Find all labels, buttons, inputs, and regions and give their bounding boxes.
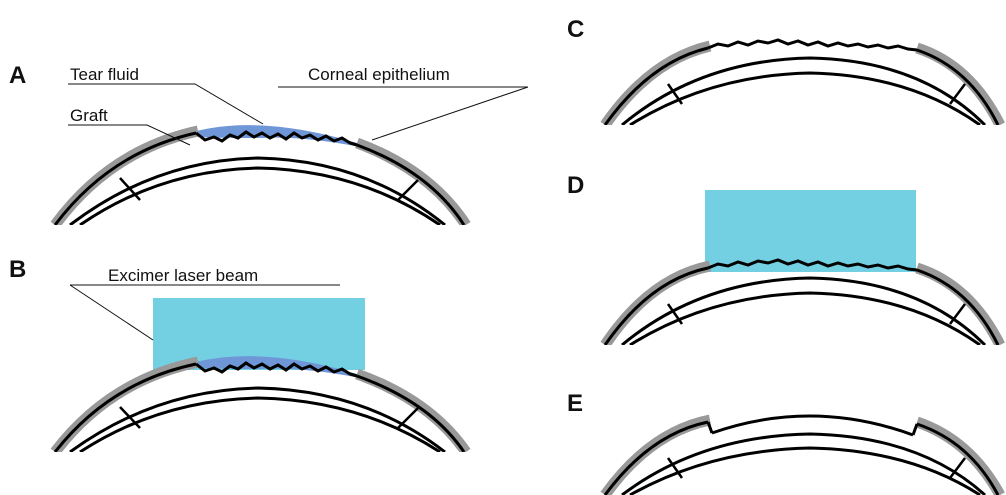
endothelium bbox=[79, 396, 441, 452]
outer-cornea-left bbox=[603, 420, 709, 495]
graft-surface bbox=[707, 38, 918, 52]
epithelium-right bbox=[355, 137, 471, 225]
inner-cornea bbox=[621, 432, 987, 495]
excimer-laser-beam bbox=[705, 190, 916, 272]
tear-fluid-leader bbox=[68, 83, 264, 125]
endothelium bbox=[79, 166, 441, 225]
graft-surface-smooth bbox=[711, 414, 914, 437]
graft-surface bbox=[707, 258, 918, 272]
graft-edge-right bbox=[949, 457, 966, 479]
panel-b bbox=[50, 298, 471, 452]
epithelium-left bbox=[50, 356, 200, 452]
panel-label-d: D bbox=[567, 172, 584, 199]
outer-cornea-right bbox=[356, 143, 466, 225]
panel-e bbox=[600, 414, 1005, 495]
corneal-epithelium-label: Corneal epithelium bbox=[308, 65, 450, 84]
graft-edge-right bbox=[949, 303, 966, 325]
epithelium-right bbox=[915, 262, 1005, 345]
graft-edge-left bbox=[119, 406, 141, 429]
panel-label-b: B bbox=[9, 256, 26, 283]
outer-cornea-left bbox=[53, 362, 197, 452]
endothelium bbox=[629, 291, 981, 345]
inner-cornea bbox=[69, 156, 446, 225]
graft-edge-left bbox=[666, 303, 684, 325]
inner-cornea bbox=[621, 276, 987, 345]
outer-cornea-right bbox=[356, 374, 466, 452]
epithelium-left bbox=[600, 414, 712, 495]
epithelium-left bbox=[50, 125, 200, 225]
excimer-laser-beam-label: Excimer laser beam bbox=[108, 266, 258, 285]
panel-a bbox=[50, 125, 471, 225]
graft-edge-left bbox=[119, 177, 141, 201]
panel-label-a: A bbox=[9, 62, 26, 89]
step-right bbox=[911, 423, 919, 436]
inner-cornea bbox=[621, 56, 987, 125]
tear-fluid-label: Tear fluid bbox=[70, 65, 139, 84]
panel-d bbox=[600, 190, 1005, 345]
epithelium-left bbox=[600, 40, 712, 125]
panel-label-e: E bbox=[567, 390, 583, 417]
graft-label: Graft bbox=[70, 106, 108, 125]
epithelium-left bbox=[600, 260, 712, 345]
corneal-epithelium-leader-right bbox=[371, 86, 529, 141]
panel-label-c: C bbox=[567, 16, 584, 43]
graft-edge-right bbox=[397, 179, 419, 201]
epithelium-right bbox=[915, 42, 1005, 125]
step-left bbox=[706, 421, 714, 434]
leader-lines bbox=[68, 83, 529, 341]
graft-surface bbox=[195, 361, 358, 378]
panel-c bbox=[600, 38, 1005, 125]
outer-cornea-right bbox=[916, 268, 1000, 345]
excimer-laser-beam-leader-diag bbox=[69, 284, 154, 341]
graft-edge-left bbox=[666, 83, 684, 105]
graft-edge-left bbox=[666, 457, 684, 479]
endothelium bbox=[629, 71, 981, 125]
outer-cornea-left bbox=[603, 266, 709, 345]
outer-cornea-right bbox=[916, 422, 1000, 495]
outer-cornea-right bbox=[916, 48, 1000, 125]
inner-cornea bbox=[69, 386, 446, 452]
graft-edge-right bbox=[949, 83, 966, 105]
outer-cornea-left bbox=[603, 46, 709, 125]
endothelium bbox=[629, 446, 981, 495]
graft-edge-right bbox=[397, 407, 419, 429]
graft-surface bbox=[195, 130, 358, 147]
graft-leader bbox=[68, 124, 191, 146]
